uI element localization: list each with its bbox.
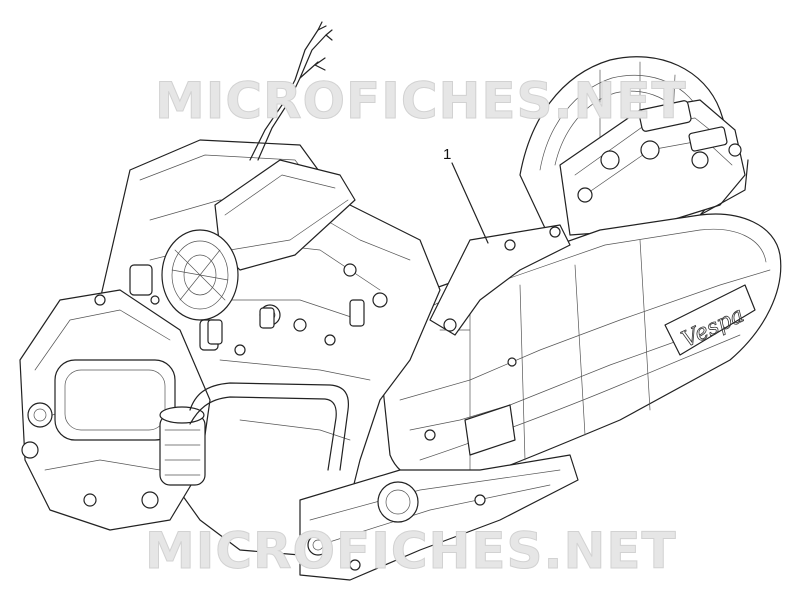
transmission-cover: Vespa	[379, 213, 782, 485]
callout-1: 1	[443, 146, 489, 244]
oil-filter	[159, 406, 206, 486]
callout-1-leader	[451, 162, 489, 244]
coolant-pipe	[189, 382, 350, 471]
cylinder-head	[559, 99, 749, 236]
engine-assembly-drawing: Vespa	[19, 21, 782, 581]
mount-bracket	[429, 224, 571, 336]
watermark-bottom: MICROFICHES.NET	[145, 522, 677, 580]
fittings	[94, 264, 275, 356]
lower-case	[299, 454, 579, 581]
callout-1-label: 1	[443, 146, 451, 163]
watermark-top: MICROFICHES.NET	[155, 72, 687, 130]
front-pulley	[161, 229, 239, 321]
